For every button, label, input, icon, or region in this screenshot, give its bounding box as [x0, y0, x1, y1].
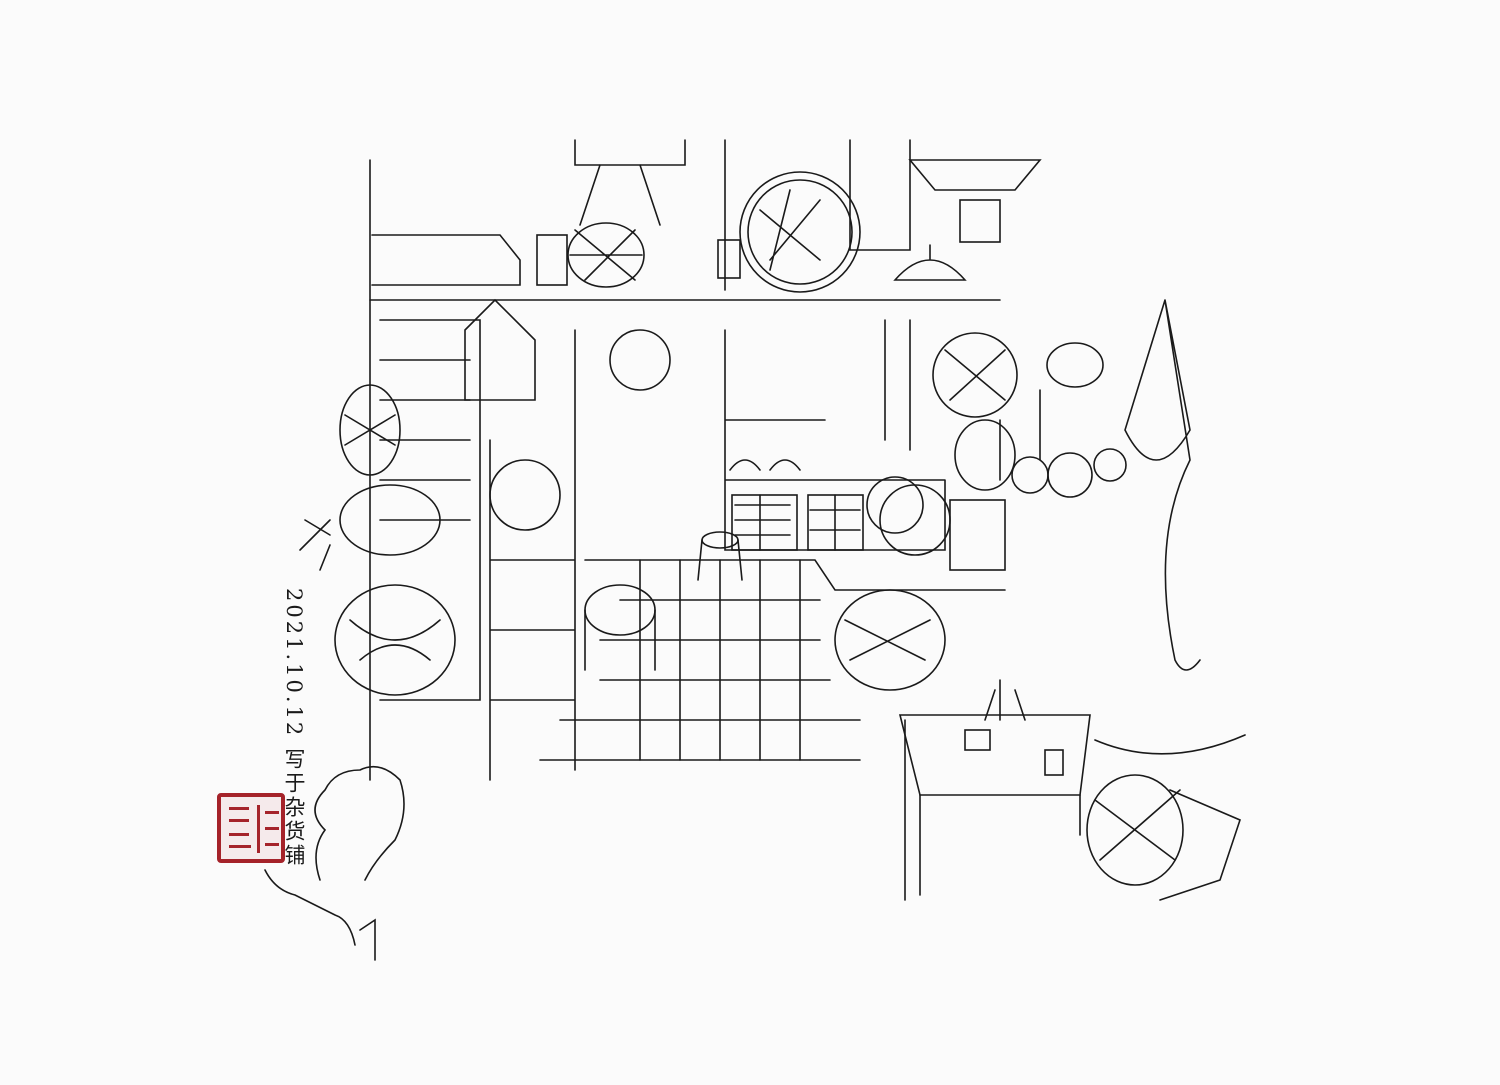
tiled-floor — [539, 531, 1006, 761]
foreground-table — [834, 589, 1246, 901]
ceiling-hanging-items — [369, 139, 1042, 781]
foreground-plant — [264, 765, 405, 961]
back-counter — [724, 329, 1006, 571]
handwritten-inscription: 2021.10.12 写于杂货铺 — [282, 588, 306, 868]
right-hanging-baskets — [866, 299, 1201, 671]
red-artist-seal — [217, 793, 285, 863]
left-shelves — [299, 298, 671, 781]
